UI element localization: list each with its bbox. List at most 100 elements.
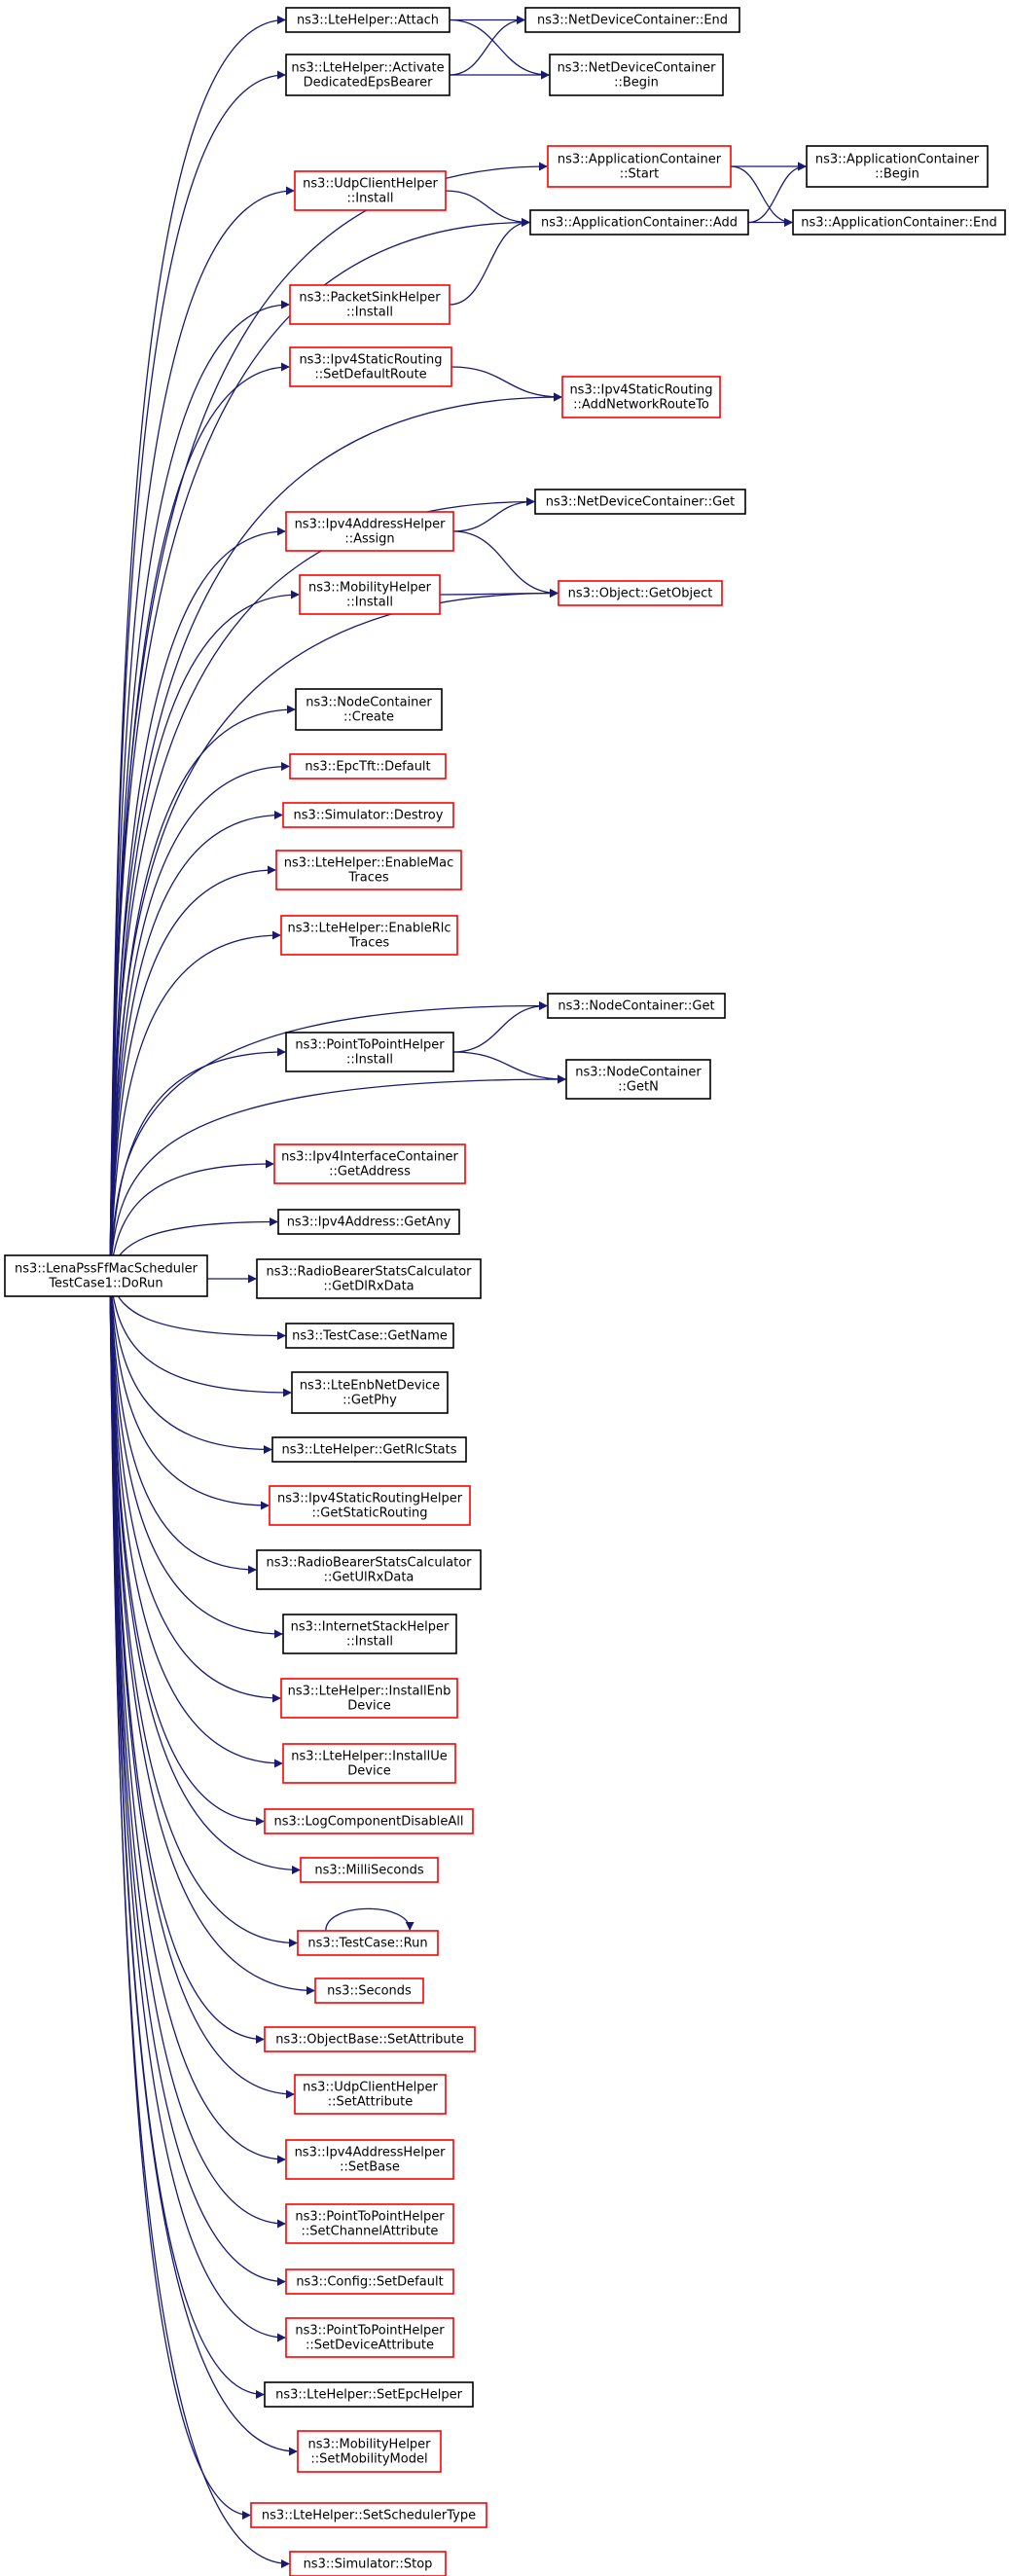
- node-box: [529, 209, 749, 236]
- node-ndc_end[interactable]: ns3::NetDeviceContainer::End: [524, 7, 740, 33]
- edge-root-to-lte_installenb: [109, 1275, 281, 1703]
- node-mh_install[interactable]: ns3::MobilityHelper::Install: [299, 574, 441, 615]
- node-sim_stop[interactable]: ns3::Simulator::Stop: [289, 2551, 447, 2576]
- node-label-line: ns3::Simulator::Destroy: [294, 809, 444, 823]
- node-box: [282, 802, 454, 828]
- node-label-line: ns3::LteHelper::GetRlcStats: [281, 1443, 456, 1458]
- node-p2p_setchan[interactable]: ns3::PointToPointHelper::SetChannelAttri…: [285, 2203, 454, 2244]
- node-box: [271, 1436, 467, 1463]
- node-box: [289, 284, 450, 325]
- node-lte_getrlc[interactable]: ns3::LteHelper::GetRlcStats: [271, 1436, 467, 1463]
- node-box: [289, 753, 447, 780]
- node-obj_getobject[interactable]: ns3::Object::GetObject: [558, 580, 723, 606]
- node-label-line: ns3::ApplicationContainer::End: [801, 216, 996, 231]
- node-p2p_install[interactable]: ns3::PointToPointHelper::Install: [285, 1032, 454, 1072]
- node-ac_start[interactable]: ns3::ApplicationContainer::Start: [547, 145, 732, 188]
- node-ipv4sr_addnet[interactable]: ns3::Ipv4StaticRouting::AddNetworkRouteT…: [561, 376, 721, 418]
- node-label-line: Traces: [347, 871, 388, 886]
- edge-root-to-ipv4ah_setbase: [109, 1275, 286, 2164]
- edge-root-to-ipv4ah_assign: [109, 526, 286, 1277]
- edge-p2p_install-to-nc_getn: [452, 1051, 566, 1084]
- node-ob_setattr[interactable]: ns3::ObjectBase::SetAttribute: [264, 2026, 476, 2052]
- node-mh_setmob[interactable]: ns3::MobilityHelper::SetMobilityModel: [297, 2430, 442, 2473]
- node-label-line: Device: [347, 1764, 390, 1779]
- node-ipv4srh_getstatic[interactable]: ns3::Ipv4StaticRoutingHelper::GetStaticR…: [269, 1485, 471, 1526]
- node-label-line: ::Start: [620, 167, 660, 182]
- node-tc_run[interactable]: ns3::TestCase::Run: [297, 1930, 439, 1956]
- node-ndc_begin[interactable]: ns3::NetDeviceContainer::Begin: [549, 54, 724, 96]
- node-label-line: ns3::LteHelper::SetSchedulerType: [262, 2509, 476, 2523]
- node-root[interactable]: ns3::LenaPssFfMacSchedulerTestCase1::DoR…: [4, 1254, 208, 1297]
- edge-mh_install-to-obj_getobject: [439, 589, 559, 599]
- node-millis[interactable]: ns3::MilliSeconds: [300, 1857, 439, 1883]
- node-lte_setepc[interactable]: ns3::LteHelper::SetEpcHelper: [264, 2381, 474, 2408]
- node-ac_add[interactable]: ns3::ApplicationContainer::Add: [529, 209, 749, 236]
- node-ipv4ic_getaddr[interactable]: ns3::Ipv4InterfaceContainer::GetAddress: [273, 1143, 466, 1184]
- node-box: [534, 489, 746, 515]
- node-box: [4, 1254, 208, 1297]
- node-sim_destroy[interactable]: ns3::Simulator::Destroy: [282, 802, 454, 828]
- node-cfg_setdefault[interactable]: ns3::Config::SetDefault: [285, 2268, 454, 2295]
- node-label-line: ::GetDlRxData: [323, 1280, 414, 1294]
- node-ipv4sr_default[interactable]: ns3::Ipv4StaticRouting::SetDefaultRoute: [289, 346, 452, 387]
- node-label-line: ::SetMobilityModel: [310, 2452, 427, 2467]
- node-seconds[interactable]: ns3::Seconds: [314, 1977, 424, 2004]
- node-ipv4ah_setbase[interactable]: ns3::Ipv4AddressHelper::SetBase: [285, 2139, 454, 2180]
- node-p2p_setdev[interactable]: ns3::PointToPointHelper::SetDeviceAttrib…: [285, 2317, 454, 2358]
- node-lte_activate[interactable]: ns3::LteHelper::ActivateDedicatedEpsBear…: [285, 54, 450, 96]
- node-ipv4ah_assign[interactable]: ns3::Ipv4AddressHelper::Assign: [285, 511, 454, 552]
- node-label-line: ns3::Ipv4StaticRouting: [299, 353, 442, 368]
- node-log_disableall[interactable]: ns3::LogComponentDisableAll: [264, 1808, 474, 1834]
- node-tc_getname[interactable]: ns3::TestCase::GetName: [285, 1323, 454, 1349]
- node-label-line: ns3::UdpClientHelper: [303, 177, 438, 192]
- node-ish_install[interactable]: ns3::InternetStackHelper::Install: [282, 1614, 457, 1654]
- node-epctft_default[interactable]: ns3::EpcTft::Default: [289, 753, 447, 780]
- node-psh_install[interactable]: ns3::PacketSinkHelper::Install: [289, 284, 450, 325]
- node-ac_begin[interactable]: ns3::ApplicationContainer::Begin: [806, 145, 989, 188]
- node-ac_end[interactable]: ns3::ApplicationContainer::End: [792, 209, 1006, 236]
- edge-root-to-mh_install: [109, 590, 300, 1277]
- edge-root-to-p2p_setdev: [109, 1275, 286, 2342]
- node-rbsc_getul[interactable]: ns3::RadioBearerStatsCalculator::GetUlRx…: [256, 1549, 482, 1590]
- node-label-line: ::SetBase: [340, 2160, 400, 2175]
- edge-root-to-psh_install: [109, 300, 290, 1277]
- node-label-line: ::GetPhy: [342, 1394, 397, 1408]
- node-nc_create[interactable]: ns3::NodeContainer::Create: [295, 688, 443, 731]
- node-box: [297, 1930, 439, 1956]
- node-label-line: ns3::Config::SetDefault: [296, 2275, 443, 2290]
- node-label-line: ns3::TestCase::Run: [307, 1937, 427, 1951]
- node-label-line: ns3::PacketSinkHelper: [299, 291, 441, 306]
- node-enb_getphy[interactable]: ns3::LteEnbNetDevice::GetPhy: [291, 1371, 449, 1414]
- node-ipv4addr_getany[interactable]: ns3::Ipv4Address::GetAny: [277, 1209, 460, 1235]
- node-box: [280, 1678, 458, 1719]
- node-ndc_get[interactable]: ns3::NetDeviceContainer::Get: [534, 489, 746, 515]
- edge-root-to-epctft_default: [109, 762, 290, 1277]
- node-label-line: ::Begin: [875, 167, 919, 182]
- node-box: [275, 850, 462, 890]
- node-label-line: ns3::Object::GetObject: [568, 587, 713, 601]
- node-box: [256, 1549, 482, 1590]
- edge-root-to-nc_getn: [109, 1074, 566, 1277]
- node-box: [250, 2502, 487, 2528]
- edge-root-to-mh_setmob: [109, 1275, 298, 2456]
- node-lte_attach[interactable]: ns3::LteHelper::Attach: [285, 7, 450, 33]
- edge-root-to-ish_install: [109, 1275, 283, 1639]
- node-nc_getn[interactable]: ns3::NodeContainer::GetN: [565, 1059, 711, 1100]
- node-udp_setattr[interactable]: ns3::UdpClientHelper::SetAttribute: [294, 2074, 447, 2115]
- node-box: [297, 2430, 442, 2473]
- node-label-line: ns3::EpcTft::Default: [305, 760, 430, 775]
- node-rbsc_getdl[interactable]: ns3::RadioBearerStatsCalculator::GetDlRx…: [256, 1258, 482, 1299]
- node-box: [289, 2551, 447, 2576]
- node-box: [256, 1258, 482, 1299]
- node-udp_install[interactable]: ns3::UdpClientHelper::Install: [294, 170, 447, 211]
- node-nc_get[interactable]: ns3::NodeContainer::Get: [547, 993, 726, 1019]
- node-lte_setsched[interactable]: ns3::LteHelper::SetSchedulerType: [250, 2502, 487, 2528]
- edge-root-to-lte_enablemac: [109, 865, 276, 1277]
- node-label-line: ns3::Ipv4AddressHelper: [295, 2146, 447, 2160]
- node-box: [294, 2074, 447, 2115]
